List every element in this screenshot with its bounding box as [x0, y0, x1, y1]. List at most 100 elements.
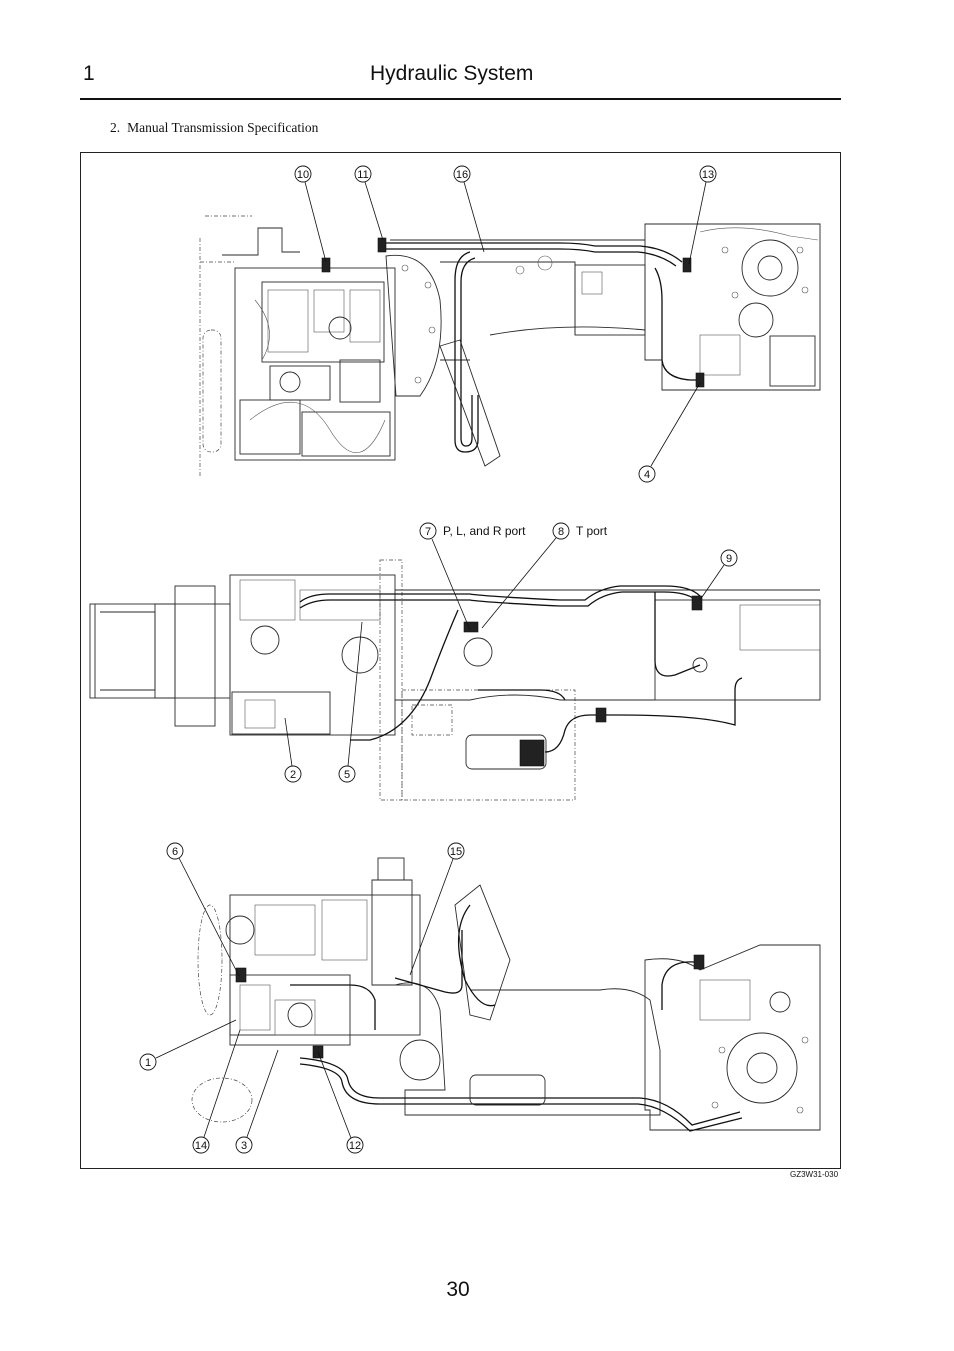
callout-number: 13: [702, 169, 714, 181]
rear-fitting: [769, 991, 791, 1013]
hydraulic-pipe: [383, 248, 677, 267]
callout-circle: [638, 465, 656, 483]
transmission-case: [394, 982, 661, 1116]
side-view-drawing: [89, 559, 821, 801]
engine-block: [229, 894, 421, 1036]
leader-line: [364, 181, 384, 241]
valve-fitting: [328, 316, 352, 340]
callout-4: 4: [638, 382, 701, 483]
callout-circle: [720, 549, 738, 567]
engine-lower-part: [339, 359, 381, 403]
callout-circle: [139, 1053, 157, 1071]
rear-housing-rim: [699, 227, 819, 241]
callout-15: 15: [409, 842, 465, 976]
front-weight: [174, 585, 216, 727]
figure-id: GZ3W31-030: [790, 1170, 839, 1179]
bolt: [731, 291, 739, 299]
hydraulic-pipe: [299, 1057, 741, 1126]
leader-line: [409, 858, 454, 976]
pipe-fitting: [693, 954, 705, 970]
callout-6: 6: [166, 842, 240, 977]
callout-13: 13: [688, 165, 717, 265]
engine-hood-outline: [199, 215, 252, 478]
callout-number: 10: [297, 169, 309, 181]
callout-number: 9: [726, 553, 732, 565]
gear-cover: [726, 1032, 798, 1104]
gear-cover: [741, 239, 799, 297]
rear-detail: [699, 334, 741, 376]
valve-section: [349, 289, 381, 343]
hydraulic-hose: [457, 904, 496, 1007]
callout-circle: [166, 842, 184, 860]
leader-line: [155, 1019, 237, 1059]
valve-fitting: [287, 1002, 313, 1028]
page-number: 30: [446, 1278, 470, 1301]
gear-cover: [738, 302, 774, 338]
control-valve-block: [229, 974, 351, 1046]
hydraulic-hose: [350, 609, 459, 741]
pipe-fitting: [463, 621, 479, 633]
transmission-cover: [574, 264, 646, 336]
callout-circle: [354, 165, 372, 183]
gear-hub: [746, 1052, 778, 1084]
engine-top-bracket: [222, 227, 300, 256]
hydraulic-pipe: [299, 591, 697, 609]
hydraulic-pipe: [290, 984, 376, 1030]
leader-line: [431, 538, 471, 631]
clutch-housing-cover: [463, 637, 493, 667]
pipe-fitting: [377, 237, 387, 253]
callout-16: 16: [453, 165, 485, 253]
rear-detail: [769, 335, 816, 387]
leader-line: [650, 382, 701, 467]
leader-line: [688, 181, 707, 265]
hydraulic-hose-loop: [454, 251, 479, 453]
hydraulic-pipe: [478, 689, 566, 701]
callout-1: 1: [139, 1019, 237, 1071]
gear-hub: [757, 255, 783, 281]
callout-10: 10: [294, 165, 327, 263]
engine-oil-pan: [239, 399, 301, 455]
p-l-r-port-label: P, L, and R port: [443, 524, 526, 538]
bolt: [401, 264, 409, 272]
leader-line: [699, 564, 725, 601]
cabin-floor-plate: [401, 689, 576, 801]
front-wheel: [197, 904, 223, 1016]
callout-circle: [699, 165, 717, 183]
section-heading: 2.Manual Transmission Specification: [110, 119, 318, 137]
hydraulic-pipe: [394, 930, 463, 994]
pipe-fitting: [235, 967, 247, 983]
leader-line: [481, 537, 557, 629]
rear-housing-detail: [739, 604, 821, 651]
leader-line: [347, 621, 363, 767]
bolt: [428, 326, 436, 334]
underside-view-drawing: [191, 857, 821, 1132]
bolt: [711, 1101, 719, 1109]
transmission-case: [390, 239, 646, 361]
hydraulic-hose-loop: [460, 257, 476, 447]
oil-filter: [469, 1074, 546, 1106]
engine-block: [229, 574, 396, 736]
floor-plate-cutout: [411, 704, 453, 736]
callout-circle: [294, 165, 312, 183]
front-frame: [89, 603, 231, 699]
callout-11: 11: [354, 165, 384, 241]
front-frame-bracket: [154, 603, 176, 699]
callout-5: 5: [338, 621, 363, 783]
fitting: [537, 255, 553, 271]
hydraulic-pipe: [383, 242, 683, 263]
pipe-fitting: [695, 372, 705, 388]
callout-circle: [338, 765, 356, 783]
callout-number: 5: [344, 769, 350, 781]
callout-circle: [235, 1136, 253, 1154]
section-title: Manual Transmission Specification: [127, 120, 319, 135]
callout-8: 8 T port: [481, 522, 608, 629]
bolt: [796, 1106, 804, 1114]
leader-line: [284, 717, 293, 767]
figure-frame: [80, 152, 841, 1169]
callout-12: 12: [317, 1051, 364, 1154]
hydraulic-pipe: [299, 585, 701, 603]
callouts: 10 11 16 13: [139, 165, 738, 1154]
rear-housing: [644, 223, 821, 391]
leader-line: [463, 181, 485, 253]
pump-unit: [231, 691, 331, 735]
